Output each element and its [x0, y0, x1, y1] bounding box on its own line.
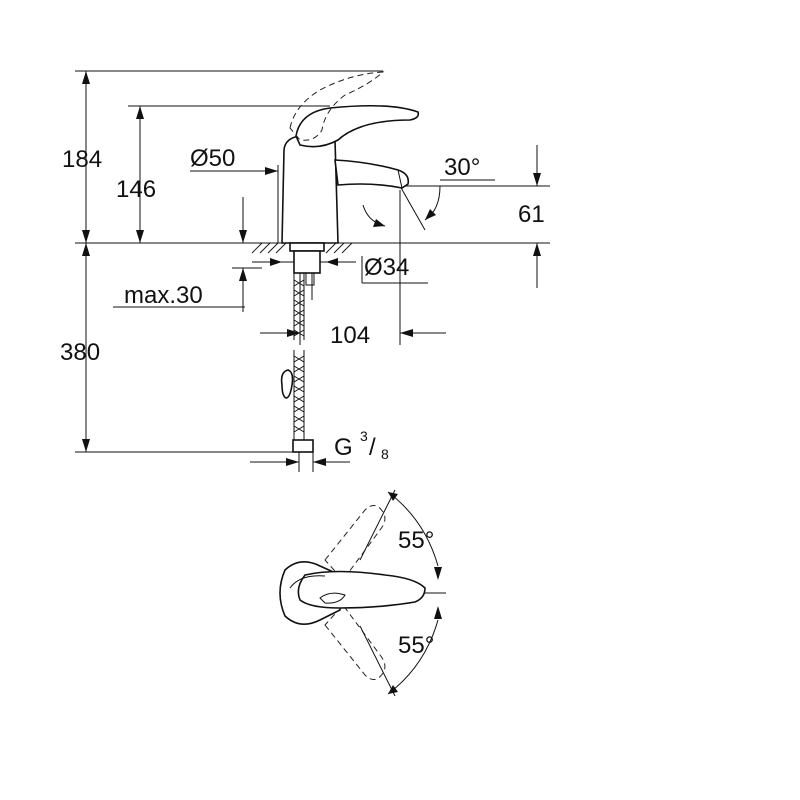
arrow	[239, 230, 247, 243]
arrow	[136, 106, 144, 119]
mounting-nut	[293, 250, 321, 274]
arrow	[286, 458, 299, 466]
arrow	[533, 243, 541, 256]
dim-label-connection-den: 8	[381, 446, 389, 462]
angle-ray-lower	[359, 625, 396, 697]
dim-label-ø50: Ø50	[190, 145, 235, 172]
spout-angle-line	[399, 185, 426, 231]
deck-hatching	[251, 242, 353, 254]
pull-rod-knob	[280, 369, 294, 399]
arrow	[388, 492, 398, 501]
dim-label-connection-slash: /	[369, 434, 376, 461]
dim-label-max30: max.30	[124, 282, 203, 309]
arrow	[265, 167, 278, 175]
hose-nut	[292, 439, 314, 453]
arrow	[434, 606, 442, 619]
arrow	[82, 243, 90, 256]
top-view-lever-arc	[289, 575, 326, 589]
angle-arc-30-left	[362, 204, 386, 227]
dim-label-30-degrees: 30°	[444, 154, 480, 181]
spout-outlet	[397, 169, 403, 189]
arrow	[82, 230, 90, 243]
top-view-lever-detail	[319, 592, 346, 604]
arrow	[533, 173, 541, 186]
arrow	[82, 71, 90, 84]
braided-hose	[292, 273, 314, 453]
arrow	[434, 567, 442, 580]
dim-label-55-upper: 55°	[398, 527, 434, 554]
dim-label-380: 380	[60, 339, 100, 366]
mounting-stud	[305, 272, 315, 286]
arrow	[270, 258, 282, 266]
arrow	[400, 329, 413, 337]
dim-label-184: 184	[62, 146, 102, 173]
dim-label-ø34: Ø34	[364, 254, 409, 281]
side-elevation: 184 146 380 max.30 Ø50 61 104	[60, 70, 550, 472]
lever-rotated-down-dashed	[324, 604, 386, 680]
arrow	[425, 209, 436, 220]
angle-ray-upper	[359, 489, 396, 561]
faucet-lever	[295, 104, 420, 148]
dim-label-146: 146	[116, 176, 156, 203]
faucet-body	[281, 135, 339, 244]
arrow	[326, 258, 338, 266]
faucet-spout	[334, 159, 410, 189]
arrow	[313, 458, 326, 466]
arrow	[388, 685, 398, 694]
arrow	[136, 230, 144, 243]
dim-label-104: 104	[330, 322, 370, 349]
faucet-lever-open-dashed	[289, 71, 385, 141]
dim-label-connection-g: G	[334, 434, 353, 461]
top-view: 55° 55°	[279, 489, 446, 697]
arrow	[373, 219, 385, 227]
mounting-shank	[289, 242, 325, 252]
arrow	[239, 268, 247, 281]
lever-rotated-up-dashed	[324, 505, 386, 581]
top-view-lever	[297, 570, 426, 609]
dim-label-61: 61	[518, 201, 545, 228]
dim-label-55-lower: 55°	[398, 632, 434, 659]
arrow	[82, 439, 90, 452]
dim-label-connection-num: 3	[360, 428, 368, 444]
